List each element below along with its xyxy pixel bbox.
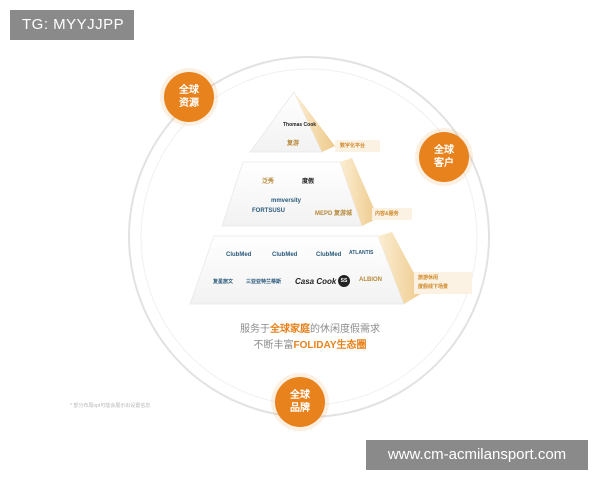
pyramid-middle-side (340, 158, 378, 226)
global-customers-badge: 全球 客户 (419, 132, 469, 182)
brand-fanxiu: 泛秀 (262, 179, 275, 185)
caption-line-1-post: 的休闲度假需求 (310, 324, 380, 335)
brand-albion: ALBION (359, 277, 382, 283)
global-resources-badge: 全球 资源 (164, 72, 214, 122)
brand-mmversity: mmversity (271, 198, 302, 204)
pyramid-bottom-face (189, 235, 405, 305)
caption-line-2-pre: 不断丰富 (253, 340, 294, 351)
caption-line-1-highlight: 全球家庭 (270, 324, 310, 335)
caption-line-1: 服务于全球家庭的休闲度假需求 (200, 320, 420, 335)
middle-label-plate (372, 208, 412, 220)
tg-label: TG: MYYJJPP (10, 10, 134, 40)
brand-fosun-tourism: 复星旅文 (213, 279, 234, 285)
footnote: * 部分布局opt可能会展示出设置信息 (70, 403, 151, 409)
global-brands-badge: 全球 品牌 (275, 377, 325, 427)
bottom-tier-label-line2: 度假线下场景 (418, 284, 449, 290)
brand-fuyou: 复游 (287, 141, 300, 147)
top-tier-label: 数字化平台 (340, 143, 366, 149)
global-resources-line2: 资源 (179, 98, 199, 109)
global-brands-line2: 品牌 (290, 403, 310, 414)
brand-sanya-atlantis: 三亚亚特兰蒂斯 (246, 279, 282, 285)
top-label-plate (335, 140, 380, 152)
brand-mepd: MEPD 复游城 (315, 211, 353, 217)
watermark-url: www.cm-acmilansport.com (366, 440, 588, 470)
brand-atlantis: ATLANTIS (349, 250, 374, 256)
bottom-label-plate (414, 272, 472, 294)
pyramid-top-side (294, 92, 335, 152)
global-brands-line1: 全球 (290, 390, 310, 401)
caption-line-1-pre: 服务于 (240, 324, 270, 335)
brand-dujia: 度假 (302, 179, 315, 185)
global-resources-line1: 全球 (179, 85, 199, 96)
brand-fortsusu: FORTSUSU (252, 208, 285, 214)
middle-tier-label: 内容&服务 (375, 211, 399, 217)
brand-ss: SS (338, 275, 350, 287)
brand-casa-cook: Casa Cook (295, 277, 337, 286)
brand-clubmed-2: ClubMed (272, 252, 298, 258)
global-customers-line2: 客户 (434, 158, 454, 169)
brand-clubmed-1: ClubMed (226, 252, 252, 258)
bottom-tier-label-line1: 旅游休闲 (418, 275, 439, 281)
pyramid-bottom-side (378, 232, 424, 304)
caption-line-2: 不断丰富FOLIDAY生态圈 (200, 336, 420, 351)
caption-line-2-highlight: FOLIDAY生态圈 (293, 340, 367, 351)
brand-thomas-cook: Thomas Cook (283, 122, 317, 128)
global-customers-line1: 全球 (434, 145, 454, 156)
brand-clubmed-3: ClubMed (316, 252, 342, 258)
